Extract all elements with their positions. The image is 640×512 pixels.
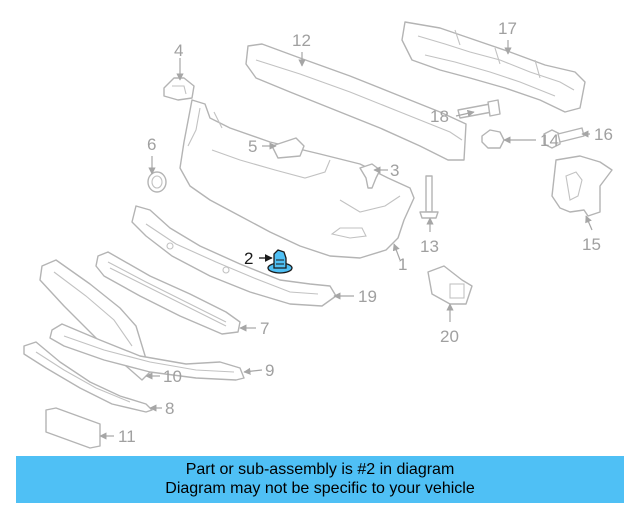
part-13-bolt <box>419 175 439 219</box>
callout-19: 19 <box>358 287 377 306</box>
callout-18: 18 <box>430 107 449 126</box>
callout-10: 10 <box>163 367 182 386</box>
callout-2[interactable]: 2 <box>244 249 253 268</box>
callout-6: 6 <box>147 135 156 154</box>
info-banner: Part or sub-assembly is #2 in diagram Di… <box>16 456 624 503</box>
callout-3: 3 <box>390 161 399 180</box>
part-1-bumper-cover <box>179 99 415 259</box>
part-15-side-bracket <box>551 155 613 217</box>
callout-15: 15 <box>582 235 601 254</box>
callout-numbers: 1 2 3 4 5 6 7 8 9 10 11 12 13 14 15 16 1… <box>118 19 613 446</box>
part-20-sensor <box>427 265 473 305</box>
leader-lines <box>99 40 593 440</box>
callout-16: 16 <box>594 125 613 144</box>
callout-14: 14 <box>540 131 559 150</box>
callout-11: 11 <box>118 427 136 446</box>
part-9-lower-grille <box>49 323 245 381</box>
callout-1: 1 <box>398 255 407 274</box>
part-6-grommet <box>147 171 167 193</box>
callout-20: 20 <box>440 327 459 346</box>
part-5-cap <box>271 137 305 159</box>
part-4-bracket <box>163 77 195 101</box>
callout-8: 8 <box>165 399 174 418</box>
callout-5: 5 <box>248 137 257 156</box>
part-18-bolt <box>457 99 501 119</box>
part-17-absorber-bracket <box>401 21 586 113</box>
part-11-plate-bracket <box>45 407 101 449</box>
callout-17: 17 <box>498 19 517 38</box>
callout-4: 4 <box>174 41 183 60</box>
callout-9: 9 <box>265 361 274 380</box>
banner-line-1: Part or sub-assembly is #2 in diagram <box>185 461 455 478</box>
parts-diagram: 1 2 3 4 5 6 7 8 9 10 11 12 13 14 15 16 1… <box>23 19 613 449</box>
part-7-upper-grille <box>95 251 241 335</box>
banner-line-2: Diagram may not be specific to your vehi… <box>165 480 475 497</box>
callout-12: 12 <box>292 31 311 50</box>
part-12-reinforcement-beam <box>245 43 467 161</box>
callout-13: 13 <box>420 237 439 256</box>
callout-7: 7 <box>260 319 269 338</box>
part-2-fastener-highlighted[interactable] <box>267 249 293 274</box>
part-14-nut <box>481 129 505 149</box>
